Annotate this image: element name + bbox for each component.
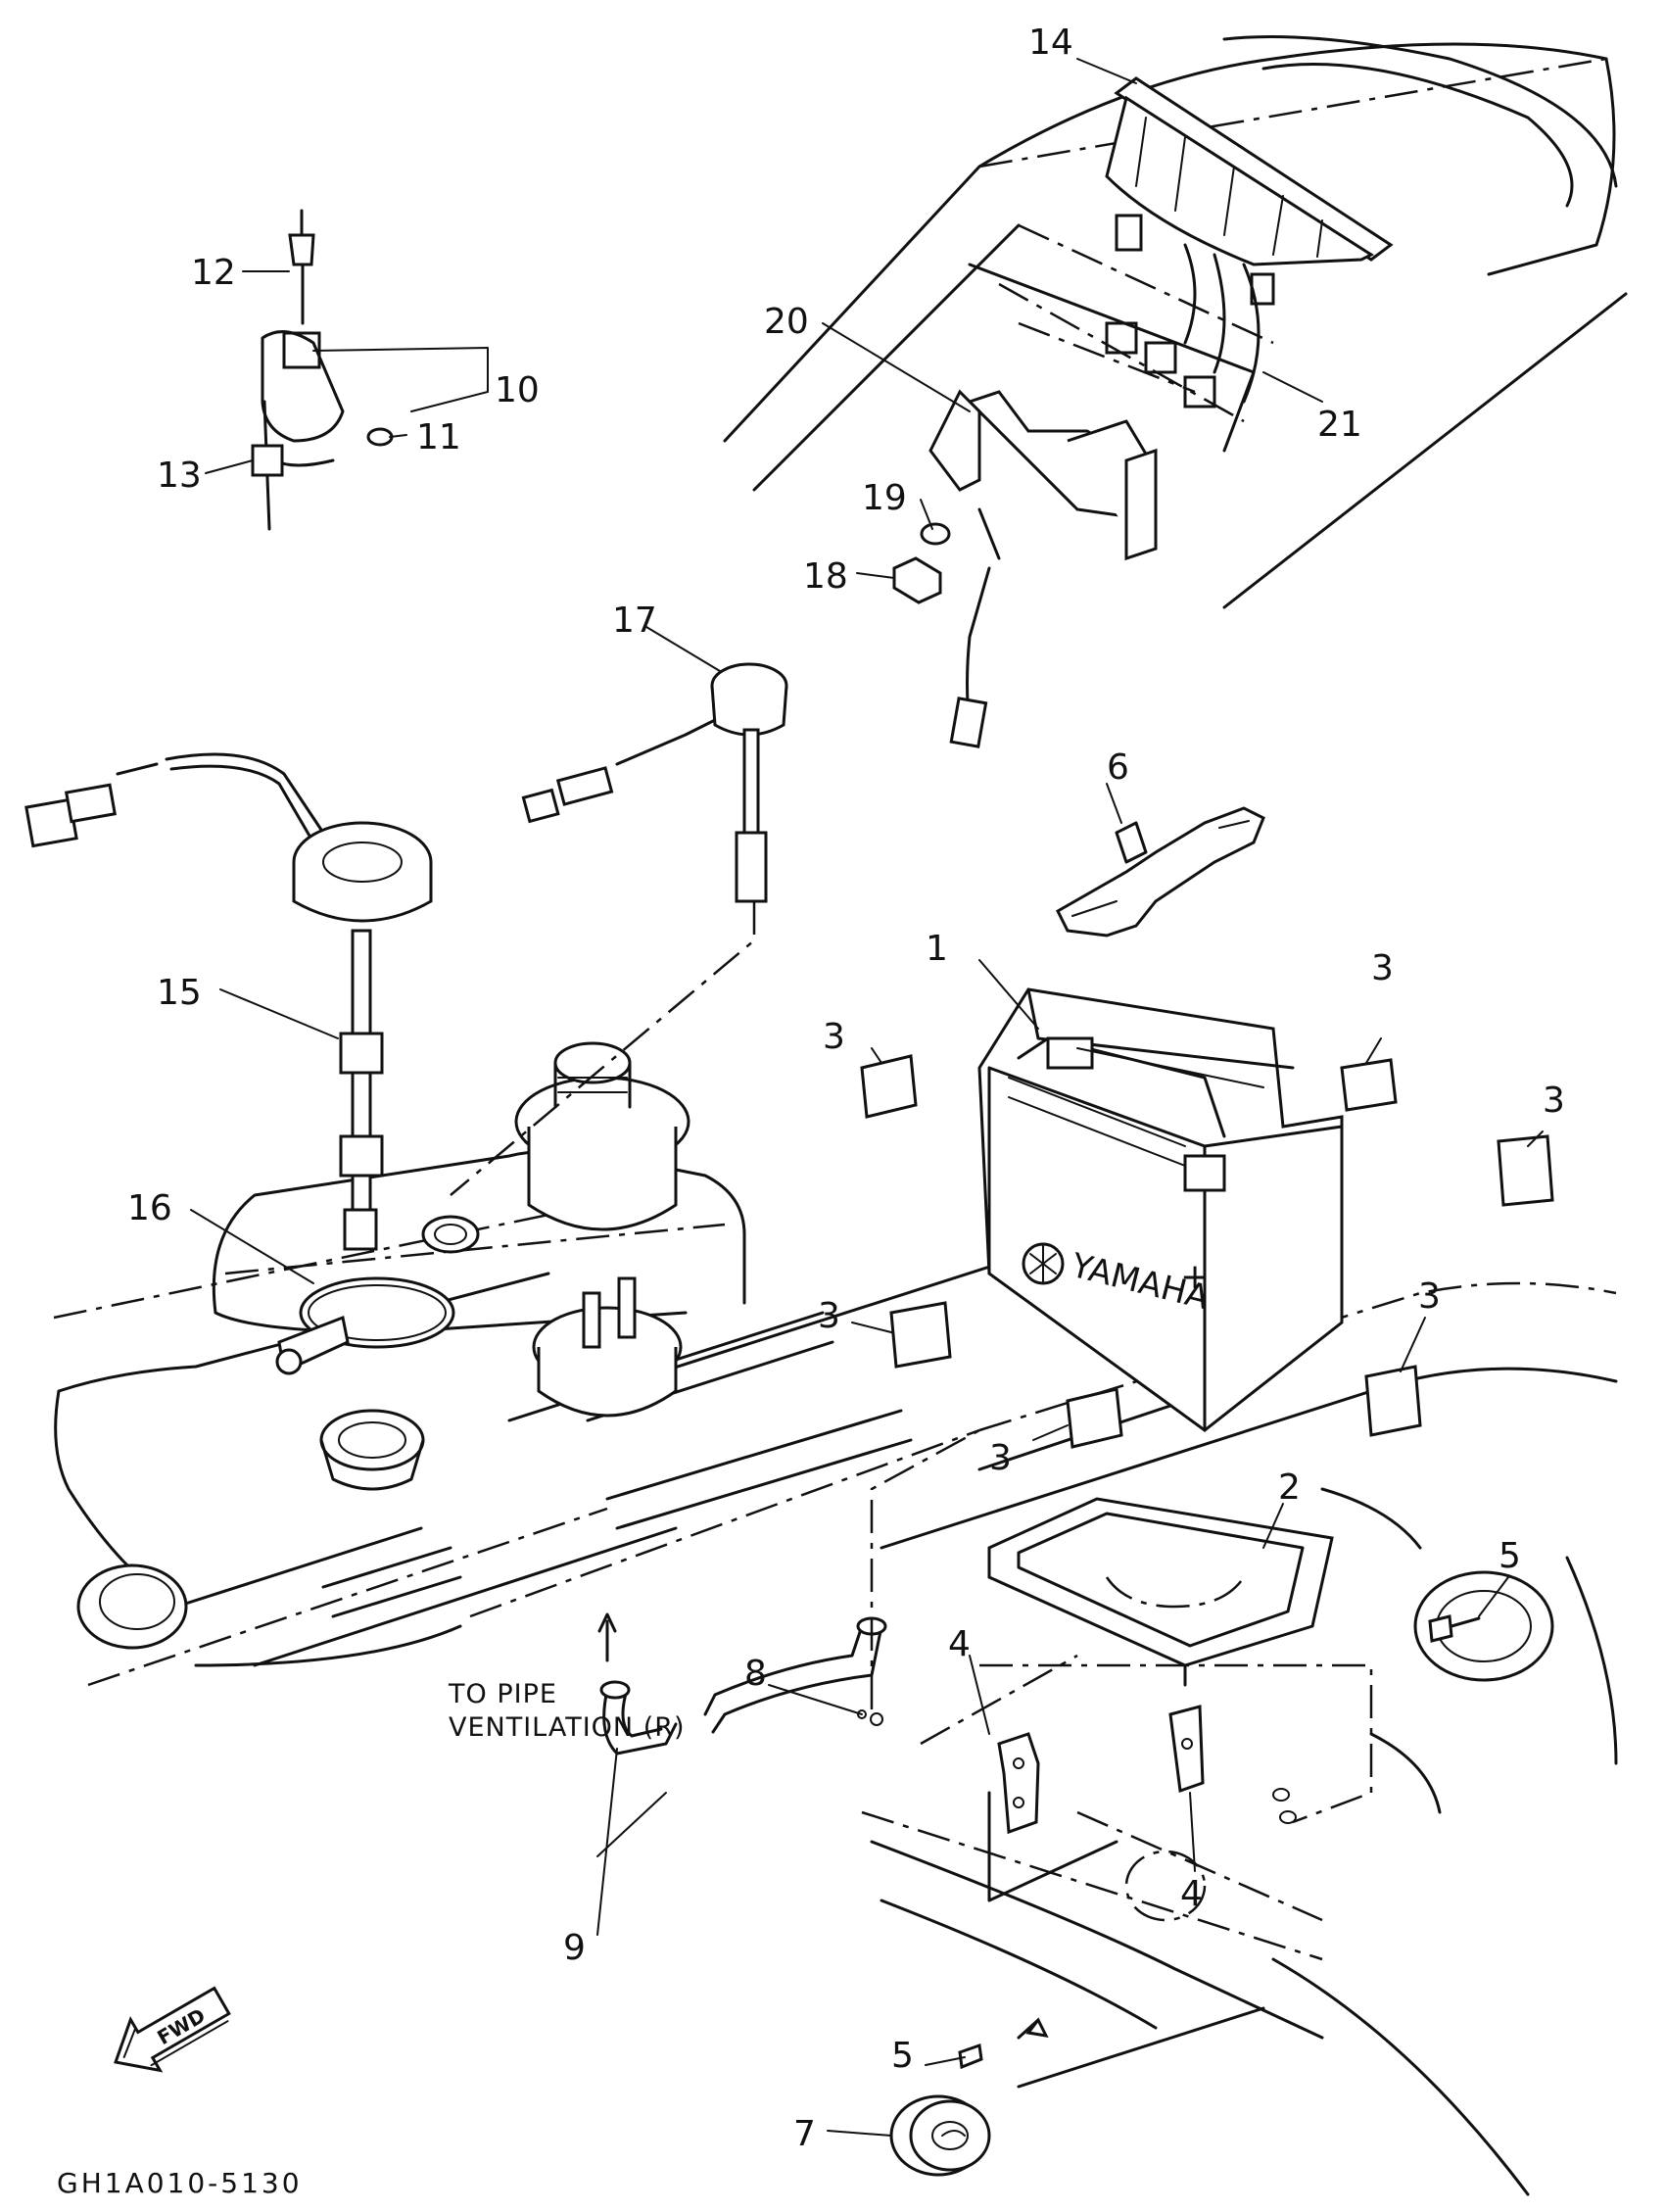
callout-3e: 3 [1418,1276,1441,1317]
callout-labels: 14 12 10 11 13 20 21 19 18 17 6 1 3 3 3 … [127,23,1565,2154]
callout-2: 2 [1278,1467,1301,1508]
callout-11: 11 [416,417,461,457]
battery-tray [920,1497,1373,1824]
callout-9: 9 [563,1928,586,1968]
diagram-code: GH1A010-5130 [57,2167,303,2199]
callout-5b: 5 [891,2036,914,2076]
small-hardware [857,1428,1481,2177]
callout-13: 13 [157,456,202,496]
callout-12: 12 [191,253,236,293]
callout-5a: 5 [1498,1536,1521,1576]
callout-6: 6 [1107,747,1129,788]
battery: YAMAHA + [977,987,1344,1432]
callout-10: 10 [495,370,540,410]
callout-17: 17 [612,601,657,641]
note-line-1: TO PIPE [448,1679,557,1709]
callout-19: 19 [862,478,907,518]
callout-18: 18 [803,556,848,597]
note-line-2: VENTILATION (R) [449,1712,686,1743]
callout-14: 14 [1028,23,1073,63]
nut-and-washer [892,522,951,604]
battery-pads [860,1054,1554,1449]
battery-band [1056,806,1265,938]
callout-3b: 3 [823,1017,845,1057]
callout-16: 16 [127,1188,172,1228]
meter-assembly [928,76,1394,748]
sensor-unit [421,662,788,1254]
callout-4a: 4 [948,1624,971,1664]
callout-3f: 3 [989,1438,1012,1478]
battery-plus-mark: + [1180,1257,1210,1297]
callout-3a: 3 [1371,948,1394,988]
callout-15: 15 [157,973,202,1013]
hose-band [275,1276,455,1375]
callout-4b: 4 [1180,1874,1203,1914]
fwd-arrow: FWD [114,1986,231,2073]
callout-21: 21 [1317,405,1362,445]
vent-hoses [597,1612,887,1755]
callout-20: 20 [764,302,809,342]
leader-lines [190,58,1544,2137]
fuel-sender [24,752,433,1251]
callout-1: 1 [926,929,948,969]
callout-8: 8 [744,1654,767,1694]
fuel-tank [212,1041,746,1491]
callout-3c: 3 [1543,1081,1565,1121]
callout-3d: 3 [818,1296,840,1336]
cable-band-set [251,209,394,531]
ventilation-note: TO PIPE VENTILATION (R) [448,1679,686,1743]
callout-7: 7 [793,2114,816,2154]
